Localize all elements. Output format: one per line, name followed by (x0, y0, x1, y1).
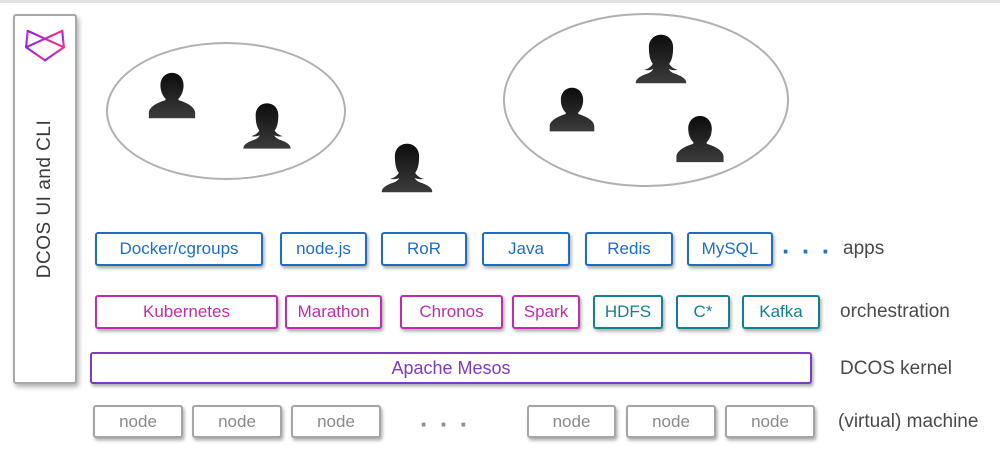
top-border-line (0, 0, 1000, 3)
layer-label-virtual-machine: (virtual) machine (838, 411, 979, 432)
woman-silhouette-icon (381, 143, 433, 193)
woman-silhouette-icon (243, 103, 291, 149)
app-box-java: Java (482, 232, 570, 266)
node-box: node (93, 405, 183, 438)
node-box: node (527, 405, 616, 438)
layer-label-dcos-kernel: DCOS kernel (840, 358, 952, 379)
layer-label-apps: apps (843, 238, 885, 259)
kernel-box-apache-mesos: Apache Mesos (90, 352, 812, 384)
man-silhouette-icon (676, 115, 724, 163)
apps-ellipsis: · · · (782, 236, 833, 266)
woman-silhouette-icon (635, 34, 687, 84)
orch-box-kubernetes: Kubernetes (95, 295, 278, 329)
user-group-ellipse-left (106, 42, 346, 180)
man-silhouette-icon (148, 72, 196, 119)
app-box-ror: RoR (381, 232, 467, 266)
node-box: node (291, 405, 381, 438)
man-silhouette-icon (549, 87, 595, 132)
node-box: node (626, 405, 716, 438)
orch-box-chronos: Chronos (400, 295, 503, 329)
app-box-redis: Redis (585, 232, 673, 266)
mesosphere-logo-icon (25, 29, 65, 62)
layer-label-orchestration: orchestration (840, 301, 950, 322)
node-box: node (192, 405, 282, 438)
app-box-mysql: MySQL (687, 232, 773, 266)
user-group-ellipse-right (503, 13, 789, 187)
orch-box-spark: Spark (512, 295, 580, 329)
sidebar-label: DCOS UI and CLI (34, 119, 55, 279)
orch-box-cassandra: C* (676, 295, 730, 329)
app-box-docker-cgroups: Docker/cgroups (95, 232, 263, 266)
machine-ellipsis: · · · (420, 409, 471, 439)
app-box-nodejs: node.js (280, 232, 367, 266)
orch-box-hdfs: HDFS (593, 295, 663, 329)
sidebar-dcos-ui-cli: DCOS UI and CLI (13, 14, 77, 384)
orch-box-kafka: Kafka (742, 295, 820, 329)
orch-box-marathon: Marathon (285, 295, 382, 329)
node-box: node (725, 405, 815, 438)
